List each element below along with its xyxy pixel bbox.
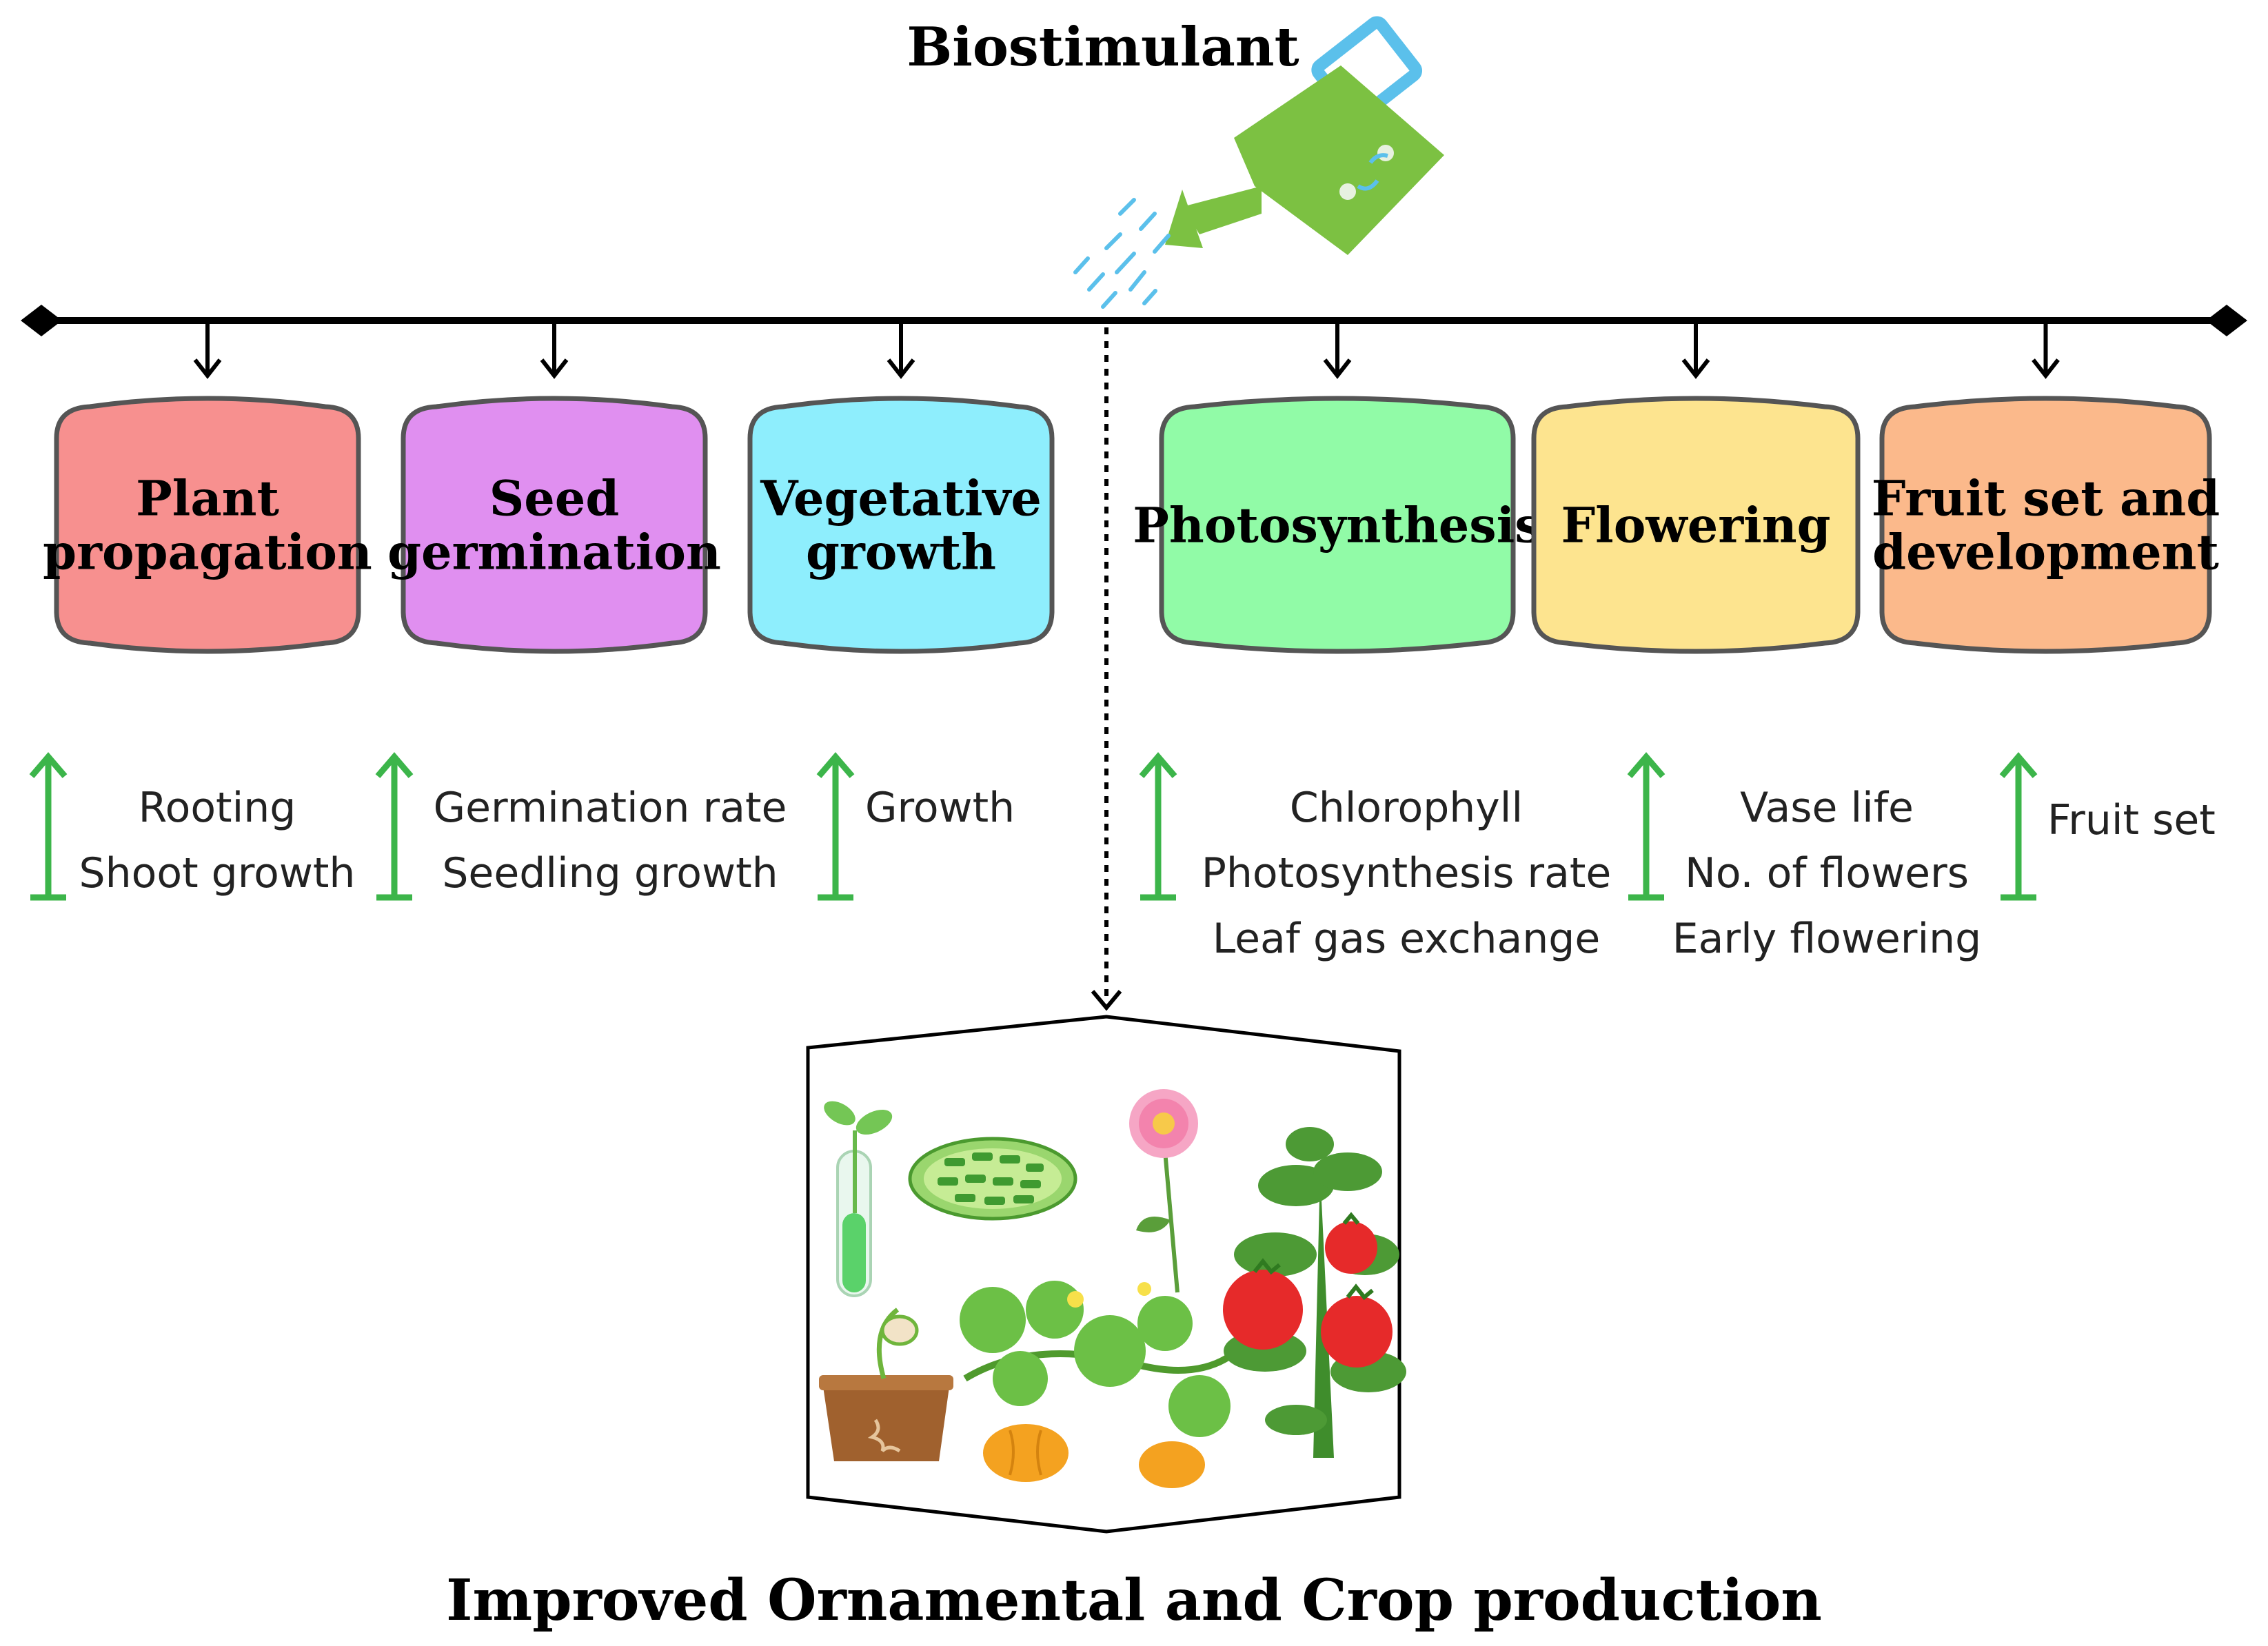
stage-title-line: Vegetative — [760, 470, 1042, 527]
stage-title-line: germination — [387, 524, 721, 581]
dotted-arrow — [1091, 327, 1122, 1011]
increase-arrow-icon — [29, 752, 68, 901]
stage-effect-text: Shoot growth — [79, 849, 356, 897]
stage-box — [747, 396, 1055, 654]
stage-photosynthesis: PhotosynthesisChlorophyllPhotosynthesis … — [1133, 324, 1611, 963]
pumpkin-plant-icon — [960, 1281, 1231, 1488]
flower-icon — [1129, 1089, 1198, 1293]
stage-title-line: Flowering — [1561, 497, 1830, 554]
stage-effect-text: No. of flowers — [1685, 849, 1969, 897]
stage-connector-arrow — [193, 324, 222, 379]
stage-effect-text: Rooting — [139, 784, 296, 832]
stage-title-line: growth — [806, 524, 996, 581]
tomato-plant-icon — [1223, 1127, 1406, 1458]
increase-arrow-icon — [375, 752, 414, 901]
pumpkin — [983, 1424, 1205, 1488]
stage-title-line: Photosynthesis — [1133, 497, 1541, 554]
stage-effect-text: Early flowering — [1672, 915, 1982, 963]
stage-effect-text: Chlorophyll — [1290, 784, 1523, 832]
stage-box — [1531, 396, 1861, 654]
timeline — [21, 305, 2247, 336]
increase-arrow-icon — [816, 752, 855, 901]
footer-caption: Improved Ornamental and Crop production — [446, 1567, 1822, 1634]
stage-effect-text: Vase life — [1740, 784, 1914, 832]
stage-title-line: propagation — [43, 524, 372, 581]
stage-box — [54, 396, 361, 654]
stage-title-line: Fruit set and — [1872, 470, 2220, 527]
stage-effect-text: Growth — [865, 784, 1015, 832]
sprouting-seed-pot-icon — [819, 1308, 953, 1461]
seedling-tube-icon — [824, 1101, 893, 1297]
stage-title-line: development — [1872, 524, 2219, 581]
stage-title-line: Seed — [489, 470, 620, 527]
stage-effect-text: Photosynthesis rate — [1202, 849, 1612, 897]
water-spray — [1073, 198, 1171, 309]
chloroplast-icon — [908, 1137, 1077, 1221]
increase-arrow-icon — [1627, 752, 1665, 901]
watering-can-icon — [1165, 16, 1444, 255]
stage-connector-arrow — [1681, 324, 1710, 379]
stage-box — [1879, 396, 2212, 654]
increase-arrow-icon — [1139, 752, 1177, 901]
stage-connector-arrow — [2032, 324, 2060, 379]
stage-effect-text: Seedling growth — [442, 849, 778, 897]
stage-effect-text: Germination rate — [434, 784, 787, 832]
stage-connector-arrow — [540, 324, 569, 379]
stage-title-line: Plant — [136, 470, 279, 527]
stage-connector-arrow — [887, 324, 915, 379]
stage-connector-arrow — [1323, 324, 1352, 379]
diagram-title: Biostimulant — [907, 16, 1299, 79]
stage-box — [401, 396, 708, 654]
stage-effect-text: Leaf gas exchange — [1213, 915, 1601, 963]
stage-effect-text: Fruit set — [2047, 796, 2216, 844]
stage-box — [1159, 396, 1516, 654]
increase-arrow-icon — [1999, 752, 2038, 901]
